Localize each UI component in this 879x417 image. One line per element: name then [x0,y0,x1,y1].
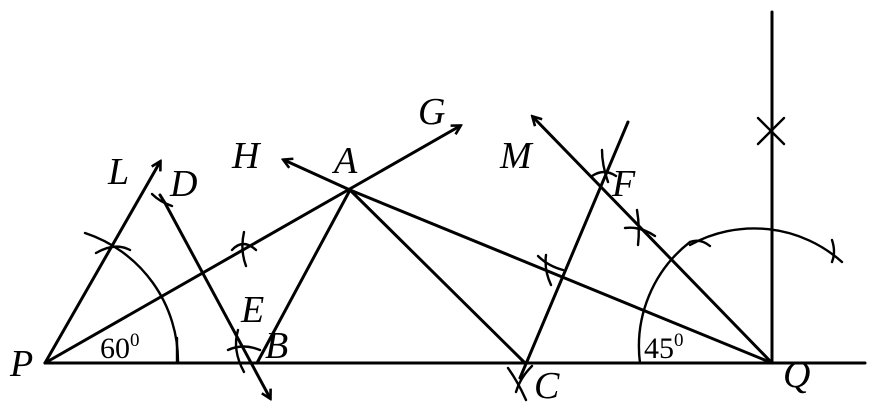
bisector-de [163,201,270,398]
angle-arc-q-large [688,227,844,264]
segment-ab [255,188,352,365]
point-label-f: F [611,163,636,205]
point-label-c: C [534,365,560,407]
segment-aq [348,188,774,365]
point-label-m: M [499,135,534,177]
ray-ah [284,160,352,192]
angle-q-value: 45 [644,332,674,365]
line-cf [518,120,630,380]
point-label-b: B [265,325,288,367]
point-label-q: Q [783,354,810,396]
ray-pl [43,162,160,365]
point-label-l: L [107,151,129,193]
point-label-g: G [418,91,445,133]
angle-p-value: 60 [100,332,130,365]
point-label-a: A [331,140,358,182]
point-label-p: P [9,343,33,385]
angle-label-q: 450 [644,330,684,365]
angle-arc-q [637,240,692,365]
segment-ac [348,188,527,365]
point-label-h: H [231,135,262,177]
angle-label-p: 600 [100,330,140,365]
angle-q-degree: 0 [674,330,684,351]
angle-p-degree: 0 [130,330,140,351]
point-label-d: D [169,163,197,205]
ray-pg [43,126,460,365]
ray-qm [533,117,774,365]
point-label-e: E [240,289,264,331]
construction-marks [94,116,836,402]
